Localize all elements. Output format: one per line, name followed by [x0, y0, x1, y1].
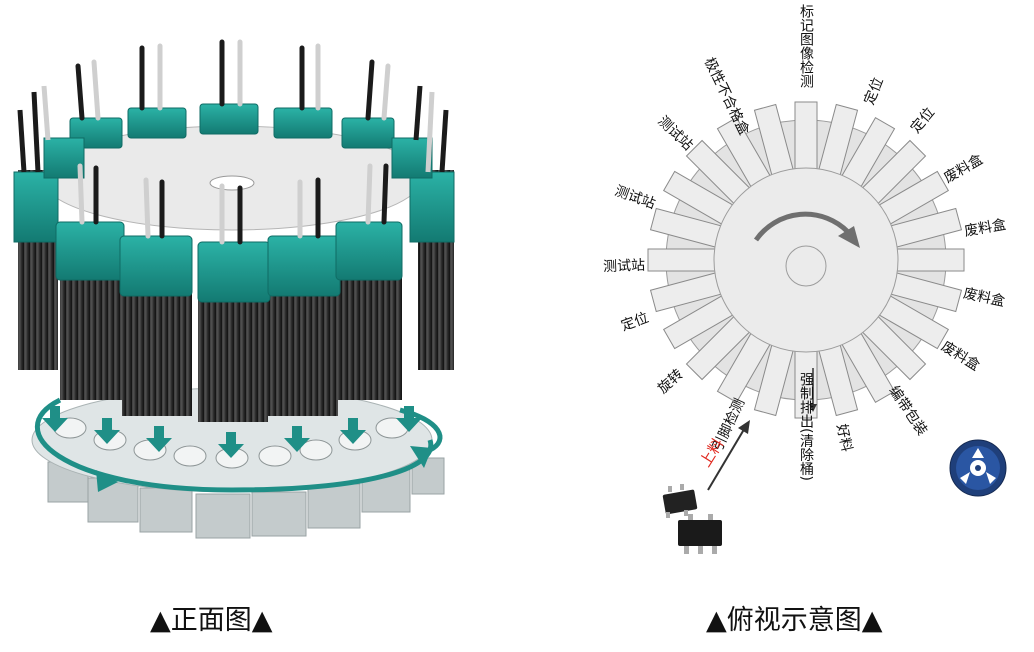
station-label: 测试站 [603, 258, 646, 275]
station-label: 测试站 [654, 113, 695, 154]
station-label: 定位 [619, 310, 651, 335]
station-label: 废料盒 [938, 338, 983, 375]
station-label: 标记图像检测 [798, 4, 814, 88]
rotation-arrowhead [838, 226, 860, 248]
station-label: 定位 [862, 75, 887, 107]
chip-small [662, 484, 698, 518]
motor-front-row [60, 270, 402, 422]
teal-heads-back [69, 103, 395, 149]
front-view-caption: ▲正面图▲ [150, 605, 273, 636]
station-label: 强制排出(清除桶) [798, 372, 814, 481]
eject-arrowhead [809, 404, 817, 412]
rotation-arrow [753, 211, 850, 242]
front-view-illustration [0, 0, 470, 560]
station-label: 好料 [833, 423, 854, 454]
rods-front [77, 163, 389, 245]
feed-arrowhead [738, 420, 750, 434]
station-label: 废料盒 [962, 285, 1007, 310]
station-label: 废料盒 [941, 151, 986, 187]
station-label: 废料盒 [963, 216, 1007, 240]
chip-large [678, 514, 722, 554]
station-label: 定位 [908, 105, 938, 137]
top-view-diagram: 标记图像检测定位定位废料盒废料盒废料盒废料盒编带包装好料强制排出(清除桶)引脚检… [560, 0, 1034, 580]
center-hub [785, 245, 827, 287]
station-label: 测试站 [613, 183, 658, 212]
side-units [13, 85, 455, 243]
top-view-caption: ▲俯视示意图▲ [706, 605, 883, 636]
tape-reel-icon [949, 439, 1007, 497]
station-label: 编带包装 [885, 383, 930, 438]
rods-back [75, 39, 391, 121]
teal-heads-front [55, 221, 403, 303]
station-slots [647, 101, 965, 419]
down-arrows [42, 406, 422, 458]
station-label: 旋转 [655, 366, 687, 397]
feed-arrow [707, 425, 747, 491]
